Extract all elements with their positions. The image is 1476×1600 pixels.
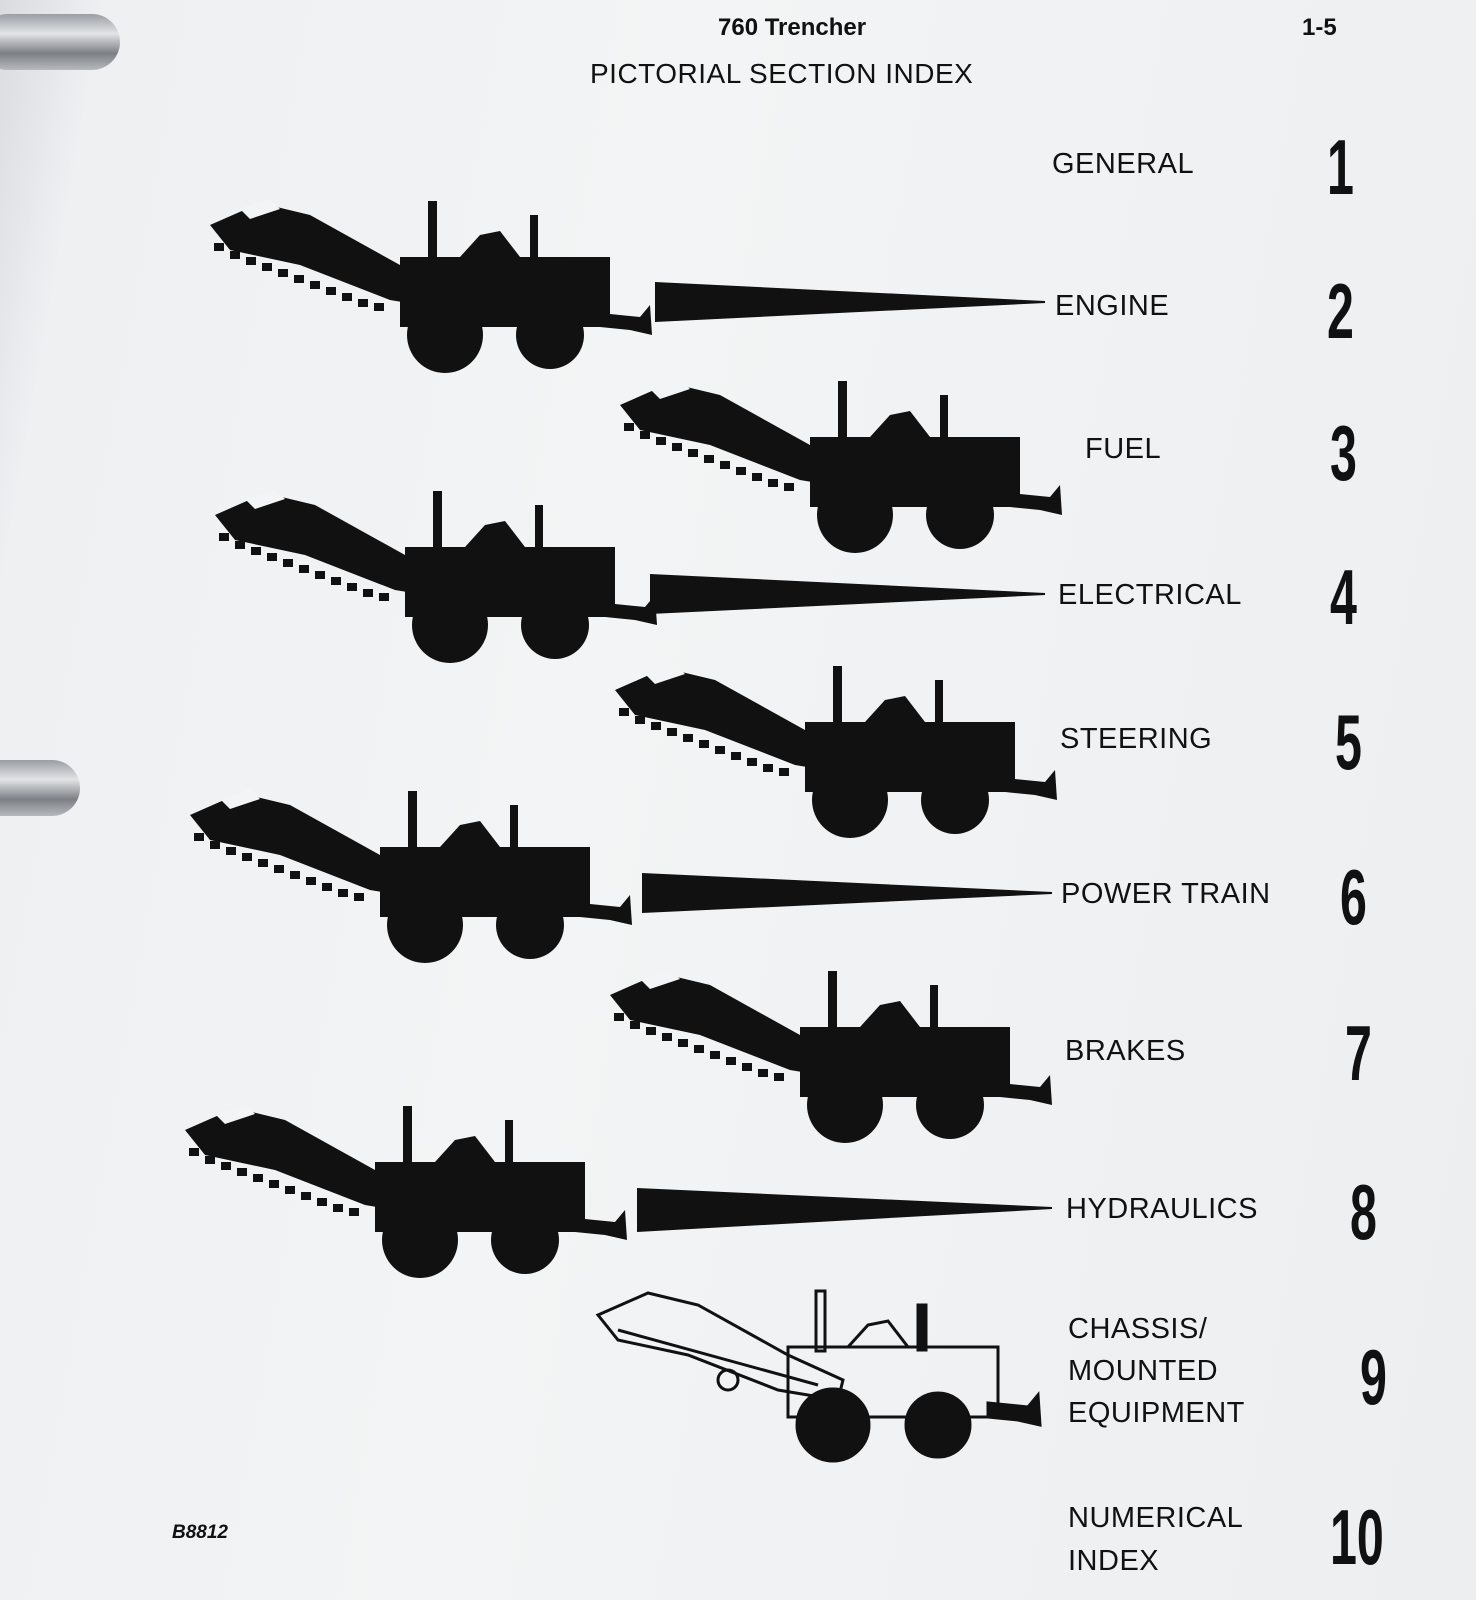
section-number-5: 5 bbox=[1335, 698, 1362, 786]
trencher-silhouette-electrical bbox=[215, 489, 657, 663]
section-label-steering: STEERING bbox=[1060, 723, 1213, 755]
section-number-8: 8 bbox=[1350, 1168, 1377, 1256]
section-label-brakes: BRAKES bbox=[1065, 1035, 1186, 1067]
pointer-hydraulics bbox=[637, 1188, 1052, 1232]
pointer-power-train bbox=[642, 873, 1052, 913]
page-title: PICTORIAL SECTION INDEX bbox=[590, 58, 974, 89]
page-number: 1-5 bbox=[1302, 14, 1337, 41]
pointer-engine bbox=[655, 282, 1045, 322]
section-number-2: 2 bbox=[1327, 267, 1354, 355]
section-label-general: GENERAL bbox=[1052, 148, 1195, 180]
section-number-6: 6 bbox=[1340, 853, 1367, 941]
binder-ring-bottom bbox=[0, 760, 80, 816]
figure-code: B8812 bbox=[172, 1522, 228, 1543]
section-label-engine: ENGINE bbox=[1055, 290, 1170, 322]
trencher-silhouette-engine bbox=[210, 199, 652, 373]
trencher-silhouette-brakes bbox=[610, 969, 1052, 1143]
section-number-4: 4 bbox=[1330, 553, 1357, 641]
section-label-chassis: CHASSIS/ bbox=[1068, 1313, 1208, 1345]
section-label-electrical: ELECTRICAL bbox=[1058, 579, 1242, 611]
section-number-1: 1 bbox=[1327, 123, 1354, 211]
section-label-power-train: POWER TRAIN bbox=[1061, 878, 1271, 910]
trencher-silhouette-power-train bbox=[190, 789, 632, 963]
section-number-3: 3 bbox=[1330, 409, 1357, 497]
trencher-silhouette-steering bbox=[615, 664, 1057, 838]
section-label-equipment: EQUIPMENT bbox=[1068, 1397, 1245, 1429]
section-label-hydraulics: HYDRAULICS bbox=[1066, 1193, 1258, 1225]
pointer-electrical bbox=[650, 574, 1045, 614]
section-number-9: 9 bbox=[1360, 1333, 1387, 1421]
manual-title: 760 Trencher bbox=[718, 14, 867, 41]
section-label-fuel: FUEL bbox=[1085, 433, 1162, 465]
section-label-numerical: NUMERICAL bbox=[1068, 1502, 1244, 1534]
trencher-outline-chassis bbox=[596, 1289, 1042, 1463]
section-label-mounted: MOUNTED bbox=[1068, 1355, 1219, 1387]
section-number-7: 7 bbox=[1345, 1009, 1372, 1097]
section-number-10: 10 bbox=[1330, 1493, 1384, 1581]
section-label-index: INDEX bbox=[1068, 1545, 1160, 1577]
binder-ring-top bbox=[0, 14, 120, 70]
trencher-silhouette-hydraulics bbox=[185, 1104, 627, 1278]
